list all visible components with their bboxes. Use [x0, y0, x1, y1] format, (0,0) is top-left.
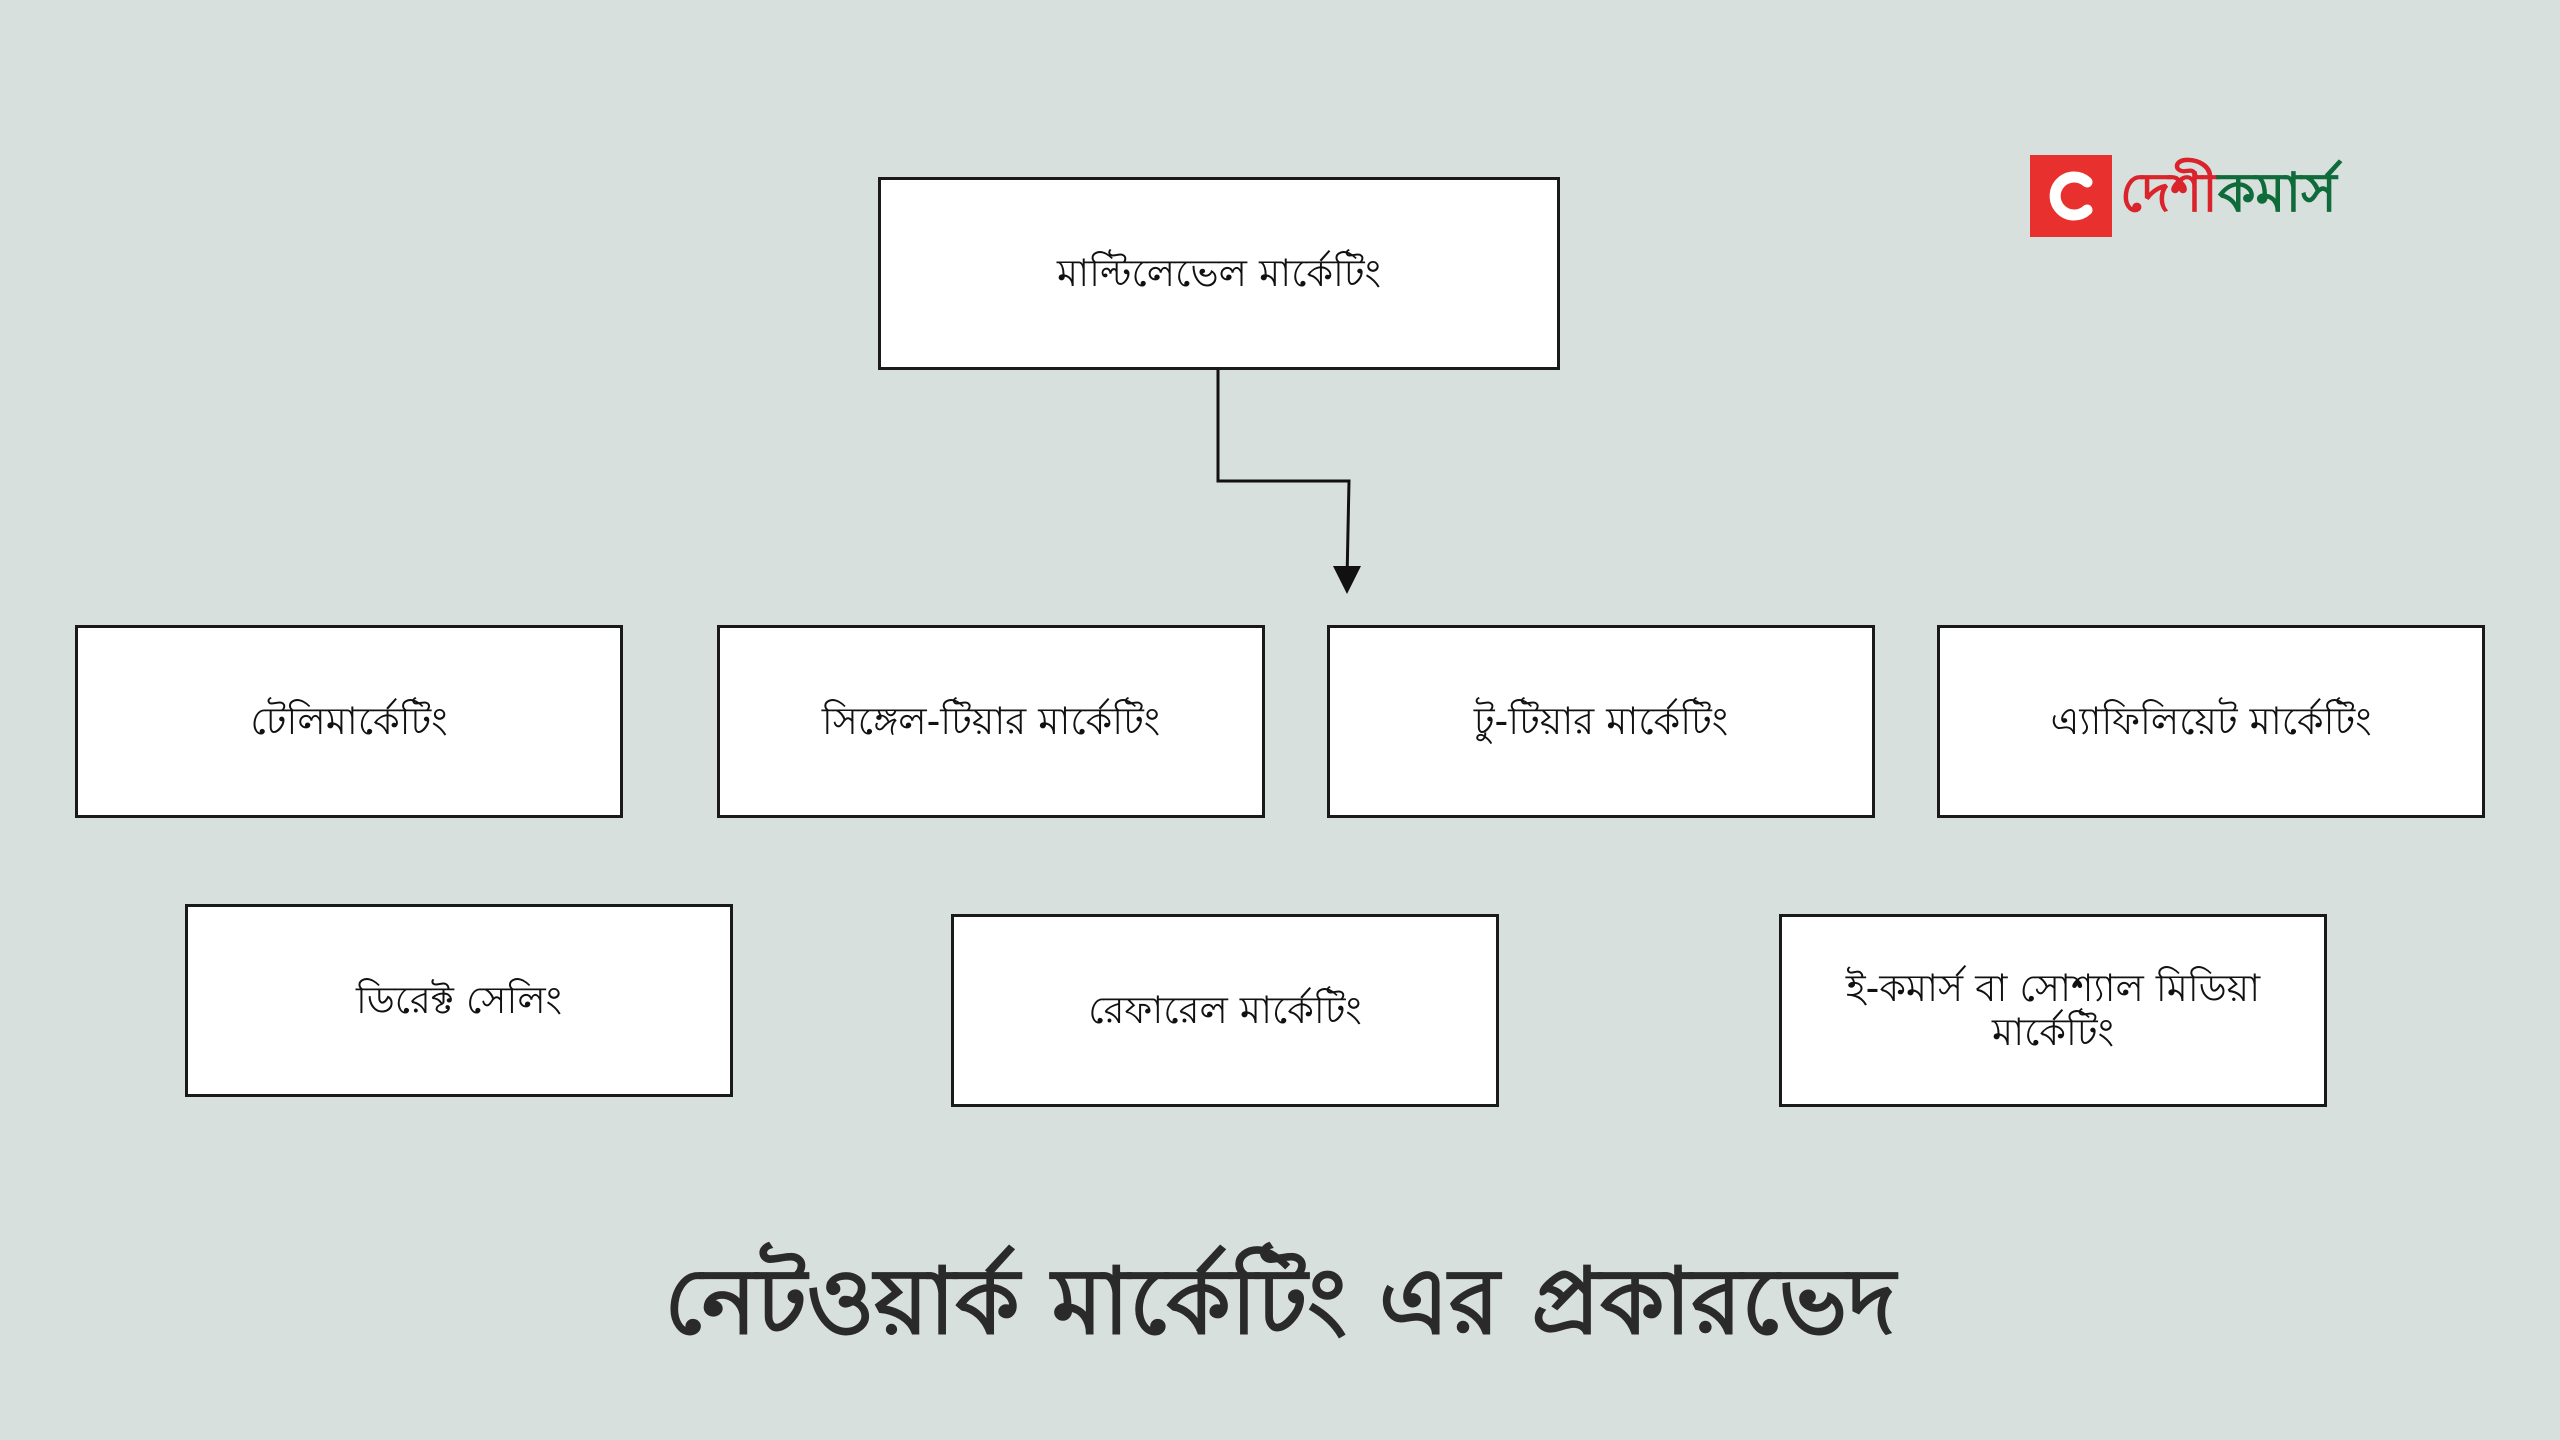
logo-wordmark-part1: দেশী	[2120, 161, 2218, 224]
arrowhead	[1333, 566, 1361, 594]
node-label: মাল্টিলেভেল মার্কেটিং	[1057, 250, 1381, 295]
node-referral-marketing: রেফারেল মার্কেটিং	[951, 914, 1499, 1107]
logo-c-icon	[2030, 155, 2112, 237]
node-two-tier-marketing: টু-টিয়ার মার্কেটিং	[1327, 625, 1875, 818]
node-label: সিঙ্গেল-টিয়ার মার্কেটিং	[821, 698, 1161, 743]
node-affiliate-marketing: এ্যাফিলিয়েট মার্কেটিং	[1937, 625, 2485, 818]
page-title: নেটওয়ার্ক মার্কেটিং এর প্রকারভেদ	[664, 1248, 1896, 1355]
node-label: ডিরেক্ট সেলিং	[355, 977, 563, 1022]
brand-logo: দেশীকমার্স	[2030, 150, 2337, 242]
node-label: টেলিমার্কেটিং	[250, 698, 448, 743]
connector-line	[1216, 370, 1351, 581]
node-direct-selling: ডিরেক্ট সেলিং	[185, 904, 733, 1097]
node-single-tier-marketing: সিঙ্গেল-টিয়ার মার্কেটিং	[717, 625, 1265, 818]
node-telemarketing: টেলিমার্কেটিং	[75, 625, 623, 818]
logo-wordmark-part2: কমার্স	[2217, 161, 2337, 224]
node-ecommerce-social-media-marketing: ই-কমার্স বা সোশ্যাল মিডিয়া মার্কেটিং	[1779, 914, 2327, 1107]
node-label: রেফারেল মার্কেটিং	[1088, 987, 1362, 1032]
node-multilevel-marketing: মাল্টিলেভেল মার্কেটিং	[878, 177, 1560, 370]
logo-wordmark: দেশীকমার্স	[2120, 151, 2337, 241]
node-label: এ্যাফিলিয়েট মার্কেটিং	[2050, 698, 2372, 743]
node-label: টু-টিয়ার মার্কেটিং	[1473, 698, 1729, 743]
node-label: ই-কমার্স বা সোশ্যাল মিডিয়া মার্কেটিং	[1845, 965, 2261, 1054]
